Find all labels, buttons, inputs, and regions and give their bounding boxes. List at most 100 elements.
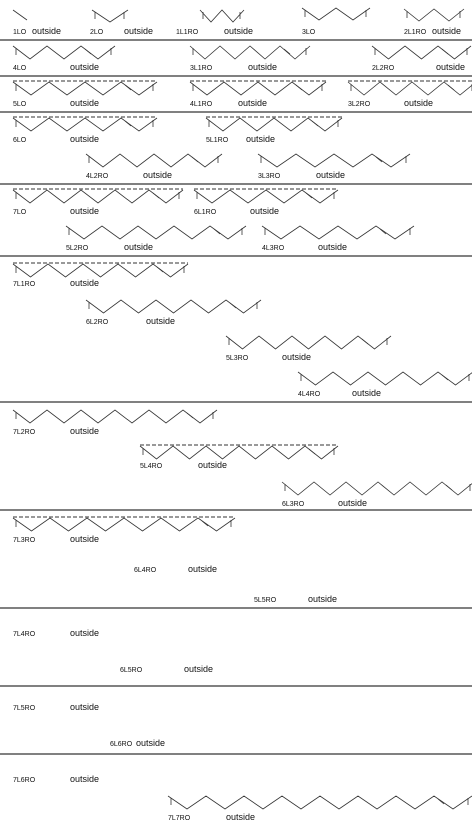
fold-pattern xyxy=(12,45,116,60)
outside-label: outside xyxy=(70,278,99,288)
fold-pattern xyxy=(189,45,311,60)
fold-pattern xyxy=(12,262,189,278)
pattern-code-label: 6L6RO xyxy=(110,741,133,748)
outside-label: outside xyxy=(70,534,99,544)
outside-label: outside xyxy=(226,812,255,822)
outside-label: outside xyxy=(124,242,153,252)
arrow-tick xyxy=(12,9,28,21)
outside-label: outside xyxy=(338,498,367,508)
zigzag-fold xyxy=(205,117,343,132)
outside-label: outside xyxy=(70,426,99,436)
zigzag-fold xyxy=(189,81,327,96)
arrow-tick xyxy=(283,48,291,55)
arrow-tick xyxy=(124,84,132,91)
pattern-code-label: 5L4RO xyxy=(140,463,163,470)
outside-label: outside xyxy=(248,62,277,72)
zigzag-fold xyxy=(12,117,158,132)
outside-label: outside xyxy=(250,206,279,216)
pattern-code-label: 7L7RO xyxy=(168,815,191,822)
pattern-code-label: 4L4RO xyxy=(298,391,321,398)
zigzag-fold xyxy=(261,225,415,240)
fold-pattern xyxy=(12,409,218,424)
outside-label: outside xyxy=(436,62,465,72)
fold-pattern xyxy=(371,45,472,60)
outside-label: outside xyxy=(198,460,227,470)
zigzag-fold xyxy=(347,81,472,96)
outside-label: outside xyxy=(308,594,337,604)
outside-label: outside xyxy=(432,26,461,36)
pattern-code-label: 7L4RO xyxy=(13,631,36,638)
arrow-tick xyxy=(308,448,316,455)
pattern-code-label: 5L3RO xyxy=(226,355,249,362)
outside-label: outside xyxy=(318,242,347,252)
pattern-code-label: 5LO xyxy=(13,101,27,108)
fold-pattern xyxy=(193,188,339,204)
fold-pattern xyxy=(199,9,245,23)
zigzag-fold xyxy=(12,517,236,532)
outside-label: outside xyxy=(70,98,99,108)
arrow-tick xyxy=(124,120,132,127)
pattern-code-label: 5L1RO xyxy=(206,137,229,144)
pattern-code-label: 2L2RO xyxy=(372,65,395,72)
fold-pattern xyxy=(403,8,465,22)
fold-pattern xyxy=(205,116,343,132)
arrow-tick xyxy=(305,192,313,199)
arrow-tick xyxy=(441,48,449,55)
pattern-code-label: 3L3RO xyxy=(258,173,281,180)
arrow-tick xyxy=(201,520,209,527)
fold-pattern xyxy=(297,371,472,386)
pattern-code-label: 5L5RO xyxy=(254,597,277,604)
outside-label: outside xyxy=(188,564,217,574)
zigzag-fold xyxy=(12,45,116,60)
pattern-code-label: 6LO xyxy=(13,137,27,144)
zigzag-fold xyxy=(371,45,472,60)
fold-pattern xyxy=(12,116,158,132)
pattern-code-label: 7L1RO xyxy=(13,281,36,288)
pattern-code-label: 1L1RO xyxy=(176,29,199,36)
outside-label: outside xyxy=(184,664,213,674)
pattern-code-label: 7LO xyxy=(13,209,27,216)
pattern-code-label: 6L2RO xyxy=(86,319,109,326)
outside-label: outside xyxy=(316,170,345,180)
arrow-tick xyxy=(156,266,164,273)
zigzag-fold xyxy=(12,409,218,424)
fold-pattern xyxy=(12,516,236,532)
fold-pattern xyxy=(85,299,262,314)
pattern-code-label: 7L6RO xyxy=(13,777,36,784)
outside-label: outside xyxy=(352,388,381,398)
pattern-code-label: 6L5RO xyxy=(120,667,143,674)
fold-pattern xyxy=(261,225,415,240)
outside-label: outside xyxy=(282,352,311,362)
pattern-code-label: 4L2RO xyxy=(86,173,109,180)
arrow-tick xyxy=(191,156,199,163)
outside-label: outside xyxy=(32,26,61,36)
zigzag-fold xyxy=(199,9,245,23)
zigzag-fold xyxy=(139,445,339,460)
outside-label: outside xyxy=(246,134,275,144)
fold-pattern xyxy=(347,80,472,96)
fold-pattern xyxy=(281,481,472,496)
outside-label: outside xyxy=(146,316,175,326)
pattern-code-label: 2LO xyxy=(90,29,104,36)
zigzag-fold xyxy=(85,153,223,168)
zigzag-fold xyxy=(12,81,158,96)
outside-label: outside xyxy=(70,134,99,144)
fold-pattern xyxy=(65,225,247,240)
arrow-tick xyxy=(437,798,445,805)
pattern-code-label: 3L1RO xyxy=(190,65,213,72)
zigzag-fold xyxy=(257,153,411,168)
pattern-code-label: 4L3RO xyxy=(262,245,285,252)
pattern-code-label: 7L5RO xyxy=(13,705,36,712)
arrow-tick xyxy=(361,338,369,345)
pattern-code-label: 6L1RO xyxy=(194,209,217,216)
outside-label: outside xyxy=(238,98,267,108)
zigzag-fold xyxy=(189,45,311,60)
pattern-code-label: 6L4RO xyxy=(134,567,157,574)
outside-label: outside xyxy=(224,26,253,36)
pattern-code-label: 7L2RO xyxy=(13,429,36,436)
pattern-code-label: 4LO xyxy=(13,65,27,72)
pattern-code-label: 1LO xyxy=(13,29,27,36)
fold-pattern xyxy=(139,444,339,460)
arrow-tick xyxy=(84,48,92,55)
